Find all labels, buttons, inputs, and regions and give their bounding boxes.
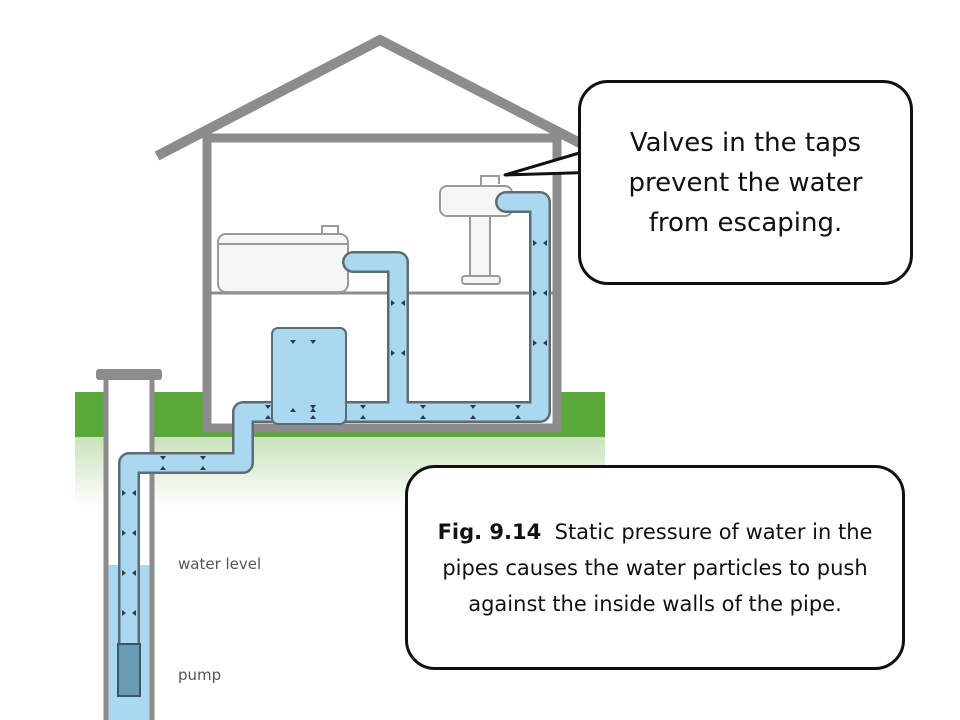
pressure-arrow-icon xyxy=(420,405,426,419)
pressure-arrow-icon xyxy=(533,240,547,246)
pressure-arrow-icon xyxy=(533,340,547,346)
pressure-arrow-icon xyxy=(265,405,271,419)
pressure-arrow-icon xyxy=(160,456,166,470)
sink-icon xyxy=(439,175,513,285)
bathtub-icon xyxy=(217,225,349,293)
pressure-arrow-icon xyxy=(360,405,366,419)
pressure-arrow-icon xyxy=(122,610,136,616)
figure-number: Fig. 9.14 xyxy=(437,519,542,544)
caption-text: Static pressure of water in the pipes ca… xyxy=(442,519,873,616)
pressure-arrows xyxy=(122,240,547,616)
pressure-arrow-icon xyxy=(391,350,405,356)
water-level-label: water level xyxy=(178,555,261,573)
caption-text-wrap: Fig. 9.14 Static pressure of water in th… xyxy=(430,514,880,622)
pump-label: pump xyxy=(178,666,221,684)
valves-speech-bubble: Valves in the taps prevent the water fro… xyxy=(578,80,913,285)
tail-joint-mask xyxy=(581,145,589,170)
pressure-arrow-icon xyxy=(515,405,521,419)
pressure-arrow-icon xyxy=(122,570,136,576)
pressure-arrow-icon xyxy=(290,408,316,412)
valves-bubble-text: Valves in the taps prevent the water fro… xyxy=(628,127,863,238)
pressure-arrow-icon xyxy=(200,456,206,470)
pressure-arrow-icon xyxy=(470,405,476,419)
water-pipe-fill xyxy=(120,193,549,659)
well-pump-icon xyxy=(117,643,141,697)
pressure-arrow-icon xyxy=(310,405,316,419)
pressure-arrow-icon xyxy=(391,300,405,306)
pressure-arrow-icon xyxy=(533,290,547,296)
pressure-arrow-icon xyxy=(122,490,136,496)
figure-caption-box: Fig. 9.14 Static pressure of water in th… xyxy=(405,465,905,670)
pressure-arrow-icon xyxy=(290,340,316,344)
pressure-arrow-icon xyxy=(122,530,136,536)
water-tank-icon xyxy=(271,327,347,425)
